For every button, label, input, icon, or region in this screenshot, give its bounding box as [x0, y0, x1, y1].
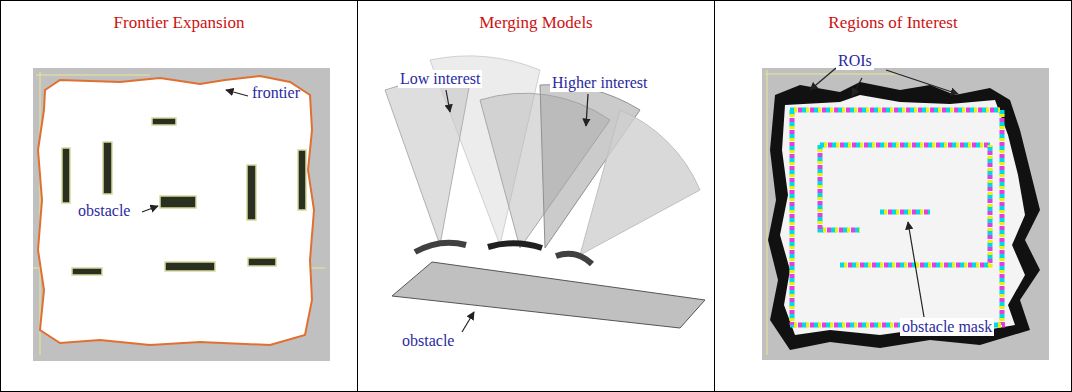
- roi-map: [762, 68, 1049, 360]
- panel: Frontier Expansion: [0, 0, 358, 392]
- frontier-map: [33, 68, 330, 361]
- callout-label: Higher interest: [550, 74, 650, 92]
- panel-title: Frontier Expansion: [1, 13, 357, 33]
- panel-title: Merging Models: [358, 13, 714, 33]
- callout-label: frontier: [250, 84, 302, 102]
- panel: Regions of Interest: [714, 0, 1072, 392]
- callout-label: obstacle: [400, 332, 456, 350]
- callout-label: obstacle: [76, 202, 132, 220]
- panel-title: Regions of Interest: [715, 13, 1071, 33]
- callout-label: obstacle mask: [900, 318, 994, 336]
- callout-label: ROIs: [836, 52, 874, 70]
- sensor-model-fans: [385, 56, 705, 332]
- callout-label: Low interest: [398, 70, 482, 88]
